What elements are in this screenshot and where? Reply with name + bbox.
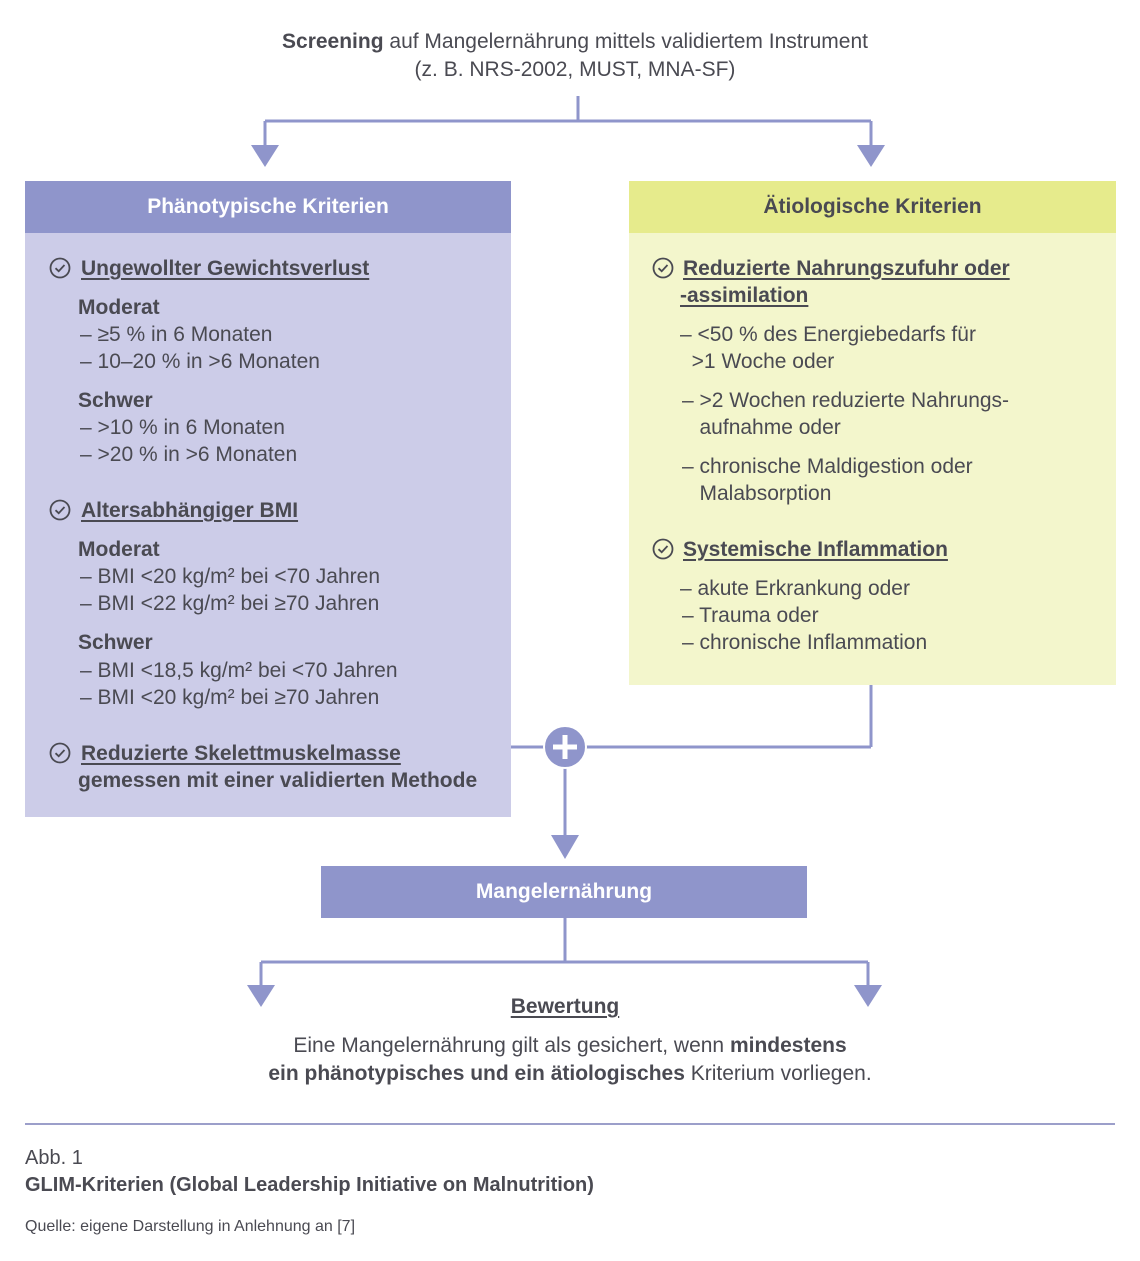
intake-item-cont: aufnahme oder xyxy=(682,416,841,439)
figure-title: GLIM-Kriterien (Global Leadership Initia… xyxy=(25,1174,594,1196)
evaluation-text-bold: ein phänotypisches und ein ätiologisches xyxy=(268,1062,685,1085)
figure-number: Abb. 1 xyxy=(25,1147,83,1169)
weight-loss-moderate-line: – ≥5 % in 6 Monaten xyxy=(80,323,273,346)
intake-item-cont: >1 Woche oder xyxy=(680,350,835,373)
criterion-intake-title-cont: -assimilation xyxy=(680,284,809,307)
criterion-muscle-mass-title: Reduzierte Skelettmuskelmasse xyxy=(81,742,401,765)
phenotypic-criteria-title: Phänotypische Kriterien xyxy=(25,181,511,233)
arrow-down-icon xyxy=(857,145,885,167)
inflammation-item: – akute Erkrankung oder xyxy=(680,577,910,600)
bmi-severe-line: – BMI <20 kg/m² bei ≥70 Jahren xyxy=(80,686,380,709)
check-circle-icon xyxy=(49,257,71,279)
phenotypic-criteria-box: Phänotypische Kriterien Ungewollter Gewi… xyxy=(25,181,511,817)
evaluation-text-part: Kriterium vorliegen. xyxy=(684,1062,872,1085)
evaluation-text-part: Eine Mangelernährung gilt als gesichert,… xyxy=(293,1034,730,1057)
intake-item: – <50 % des Energiebedarfs für xyxy=(680,323,976,346)
screening-bold: Screening xyxy=(282,30,384,53)
figure-source: Quelle: eigene Darstellung in Anlehnung … xyxy=(25,1218,356,1235)
criterion-inflammation-title: Systemische Inflammation xyxy=(683,538,948,561)
inflammation-item: – chronische Inflammation xyxy=(682,631,928,654)
arrow-down-icon xyxy=(551,835,579,859)
intake-item: – >2 Wochen reduzierte Nahrungs- xyxy=(682,389,1010,412)
bmi-moderate-line: – BMI <20 kg/m² bei <70 Jahren xyxy=(80,565,380,588)
evaluation-text: Eine Mangelernährung gilt als gesichert,… xyxy=(180,1032,960,1088)
arrow-down-icon xyxy=(247,985,275,1007)
weight-loss-severe-label: Schwer xyxy=(78,389,153,412)
etiologic-criteria-box: Ätiologische Kriterien Reduzierte Nahrun… xyxy=(629,181,1116,685)
weight-loss-severe-line: – >20 % in >6 Monaten xyxy=(80,443,298,466)
criterion-muscle-mass-subtitle: gemessen mit einer validierten Methode xyxy=(78,769,478,792)
arrow-down-icon xyxy=(854,985,882,1007)
plus-circle-icon xyxy=(543,725,587,769)
check-circle-icon xyxy=(652,538,674,560)
criterion-intake-title: Reduzierte Nahrungszufuhr oder xyxy=(683,257,1010,280)
screening-text: Screening auf Mangelernährung mittels va… xyxy=(120,28,1030,84)
screening-rest: auf Mangelernährung mittels validiertem … xyxy=(383,30,868,53)
weight-loss-moderate-line: – 10–20 % in >6 Monaten xyxy=(80,350,320,373)
criterion-weight-loss-title: Ungewollter Gewichtsverlust xyxy=(81,257,370,280)
evaluation-text-bold: mindestens xyxy=(729,1034,847,1057)
criterion-bmi-title: Altersabhängiger BMI xyxy=(81,499,299,522)
check-circle-icon xyxy=(49,742,71,764)
bmi-severe-label: Schwer xyxy=(78,631,153,654)
intake-item: – chronische Maldigestion oder xyxy=(682,455,973,478)
arrow-down-icon xyxy=(251,145,279,167)
caption-divider xyxy=(25,1123,1115,1125)
bmi-moderate-label: Moderat xyxy=(78,538,160,561)
screening-instruments: (z. B. NRS-2002, MUST, MNA-SF) xyxy=(414,58,736,81)
weight-loss-severe-line: – >10 % in 6 Monaten xyxy=(80,416,285,439)
check-circle-icon xyxy=(652,257,674,279)
weight-loss-moderate-label: Moderat xyxy=(78,296,160,319)
etiologic-criteria-title: Ätiologische Kriterien xyxy=(629,181,1116,233)
malnutrition-result-box: Mangelernährung xyxy=(321,866,807,918)
intake-item-cont: Malabsorption xyxy=(682,482,832,505)
inflammation-item: – Trauma oder xyxy=(682,604,819,627)
check-circle-icon xyxy=(49,499,71,521)
bmi-moderate-line: – BMI <22 kg/m² bei ≥70 Jahren xyxy=(80,592,380,615)
bmi-severe-line: – BMI <18,5 kg/m² bei <70 Jahren xyxy=(80,659,398,682)
evaluation-title: Bewertung xyxy=(510,995,620,1018)
